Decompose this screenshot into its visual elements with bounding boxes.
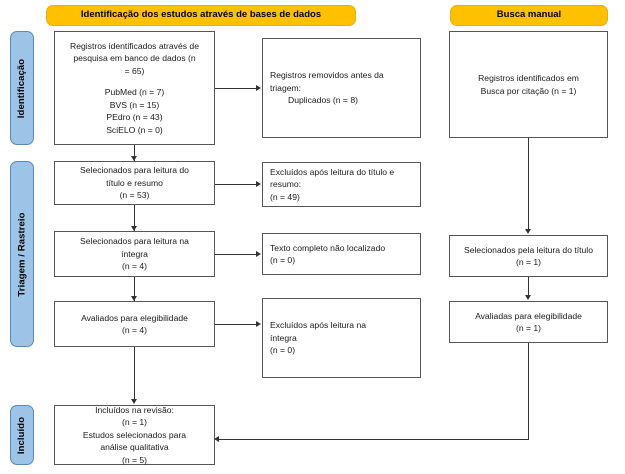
stage-header-databases-label: Identificação dos estudos através de bas… <box>80 9 322 21</box>
connector-eligibility-to-included <box>134 347 135 400</box>
node-identified-databases-line-1: Registros identificados através de <box>70 40 199 51</box>
connector-screened-to-excluded <box>215 184 257 185</box>
connector-manual-screened-to-eligibility <box>528 277 529 296</box>
connector-manual-eligibility-down <box>528 343 529 439</box>
node-screened-full-text-line-3: (n = 4) <box>121 261 148 272</box>
connector-fulltext-to-eligibility <box>134 277 135 301</box>
phase-label-triagem: Triagem / Rastreio <box>10 161 34 347</box>
node-identified-manual-line-1: Registros identificados em <box>478 73 579 84</box>
node-manual-assessed-eligibility-line-1: Avaliadas para elegibilidade <box>475 310 582 321</box>
node-screened-title-abstract-line-1: Selecionados para leitura do <box>80 165 189 176</box>
node-included-review-line-5: (n = 5) <box>121 454 148 465</box>
node-manual-assessed-eligibility: Avaliadas para elegibilidade (n = 1) <box>449 301 608 343</box>
arrow-fulltext-to-notretrieved <box>256 250 261 257</box>
node-manual-assessed-eligibility-line-2: (n = 1) <box>515 323 542 333</box>
node-identified-databases-line-3: = 65) <box>124 65 145 76</box>
node-assessed-eligibility-line-2: (n = 4) <box>121 325 148 335</box>
arrow-eligibility-to-excludedfull <box>256 320 261 327</box>
node-screened-title-abstract-line-3: (n = 53) <box>119 190 150 201</box>
node-source-bvs: BVS (n = 15) <box>109 99 160 110</box>
node-manual-screened-title-line-2: (n = 1) <box>515 257 542 267</box>
node-full-text-not-retrieved-line-2: (n = 0) <box>270 255 296 265</box>
phase-label-identificacao-text: Identificação <box>16 58 28 118</box>
arrow-screened-to-fulltext <box>130 226 137 231</box>
phase-label-triagem-text: Triagem / Rastreio <box>16 211 28 297</box>
arrow-identified-to-removed <box>256 84 261 91</box>
node-identified-manual-line-2: Busca por citação (n = 1) <box>480 85 577 96</box>
connector-identified-to-removed <box>215 88 257 89</box>
node-screened-full-text: Selecionados para leitura na íntegra (n … <box>54 231 215 277</box>
arrow-identified-to-screened <box>130 156 137 161</box>
node-full-text-not-retrieved-line-1: Texto completo não localizado <box>270 242 386 253</box>
node-source-pedro: PEdro (n = 43) <box>106 112 163 123</box>
stage-header-databases: Identificação dos estudos através de bas… <box>46 5 356 26</box>
connector-fulltext-to-notretrieved <box>215 254 257 255</box>
arrow-manual-screened-to-eligibility <box>524 295 531 300</box>
node-excluded-full-text-line-1: Excluídos após leitura na <box>270 320 367 331</box>
node-excluded-title-abstract-line-2: resumo: <box>270 179 302 190</box>
node-included-review-line-3: Estudos selecionados para <box>82 429 187 440</box>
node-source-pubmed: PubMed (n = 7) <box>104 87 165 98</box>
node-included-review-line-1: Incluídos na revisão: <box>95 404 174 415</box>
node-screened-full-text-line-1: Selecionados para leitura na <box>80 236 189 247</box>
node-removed-before-screening-line-1: Registros removidos antes da <box>270 70 384 81</box>
node-manual-screened-title: Selecionados pela leitura do título (n =… <box>449 235 608 277</box>
node-full-text-not-retrieved: Texto completo não localizado (n = 0) <box>262 233 421 275</box>
connector-manual-identified-to-screened <box>528 138 529 230</box>
node-manual-screened-title-line-1: Selecionados pela leitura do título <box>464 244 593 255</box>
node-included-review-line-4: análise qualitativa <box>100 442 169 453</box>
node-included-review-line-2: (n = 1) <box>121 417 148 428</box>
arrow-screened-to-excluded <box>256 180 261 187</box>
arrow-manual-identified-to-screened <box>524 229 531 234</box>
node-excluded-title-abstract: Excluídos após leitura do título e resum… <box>262 162 421 207</box>
connector-manual-eligibility-to-included <box>217 439 529 440</box>
node-excluded-full-text-line-2: íntegra <box>270 332 297 343</box>
node-removed-before-screening-line-2: triagem: <box>270 82 302 93</box>
arrow-manual-eligibility-to-included <box>214 435 219 442</box>
node-excluded-title-abstract-line-1: Excluídos após leitura do título e <box>270 166 395 177</box>
node-included-review: Incluídos na revisão: (n = 1) Estudos se… <box>54 405 215 465</box>
node-identified-databases: Registros identificados através de pesqu… <box>54 31 215 145</box>
node-source-scielo: SciELO (n = 0) <box>106 124 163 135</box>
node-screened-title-abstract-line-2: título e resumo <box>106 177 163 188</box>
phase-label-identificacao: Identificação <box>10 31 34 145</box>
node-excluded-full-text-line-3: (n = 0) <box>270 345 296 356</box>
node-excluded-full-text: Excluídos após leitura na íntegra (n = 0… <box>262 298 421 378</box>
arrow-fulltext-to-eligibility <box>130 296 137 301</box>
node-identified-databases-line-2: pesquisa em banco de dados (n <box>73 53 196 64</box>
node-assessed-eligibility: Avaliados para elegibilidade (n = 4) <box>54 301 215 347</box>
node-removed-before-screening: Registros removidos antes da triagem: Du… <box>262 38 421 138</box>
arrow-eligibility-to-included <box>130 399 137 404</box>
connector-screened-to-fulltext <box>134 205 135 231</box>
stage-header-manual: Busca manual <box>450 5 608 26</box>
connector-eligibility-to-excludedfull <box>215 324 257 325</box>
node-assessed-eligibility-line-1: Avaliados para elegibilidade <box>81 312 188 323</box>
node-screened-full-text-line-2: íntegra <box>121 248 148 259</box>
phase-label-incluido: Incluído <box>10 405 34 465</box>
node-identified-manual: Registros identificados em Busca por cit… <box>449 31 608 138</box>
connector-identified-to-screened <box>134 145 135 161</box>
phase-label-incluido-text: Incluído <box>16 416 28 454</box>
node-removed-before-screening-line-3: Duplicados (n = 8) <box>288 95 358 106</box>
stage-header-manual-label: Busca manual <box>496 9 562 21</box>
node-screened-title-abstract: Selecionados para leitura do título e re… <box>54 161 215 205</box>
node-excluded-title-abstract-line-3: (n = 49) <box>270 191 300 202</box>
